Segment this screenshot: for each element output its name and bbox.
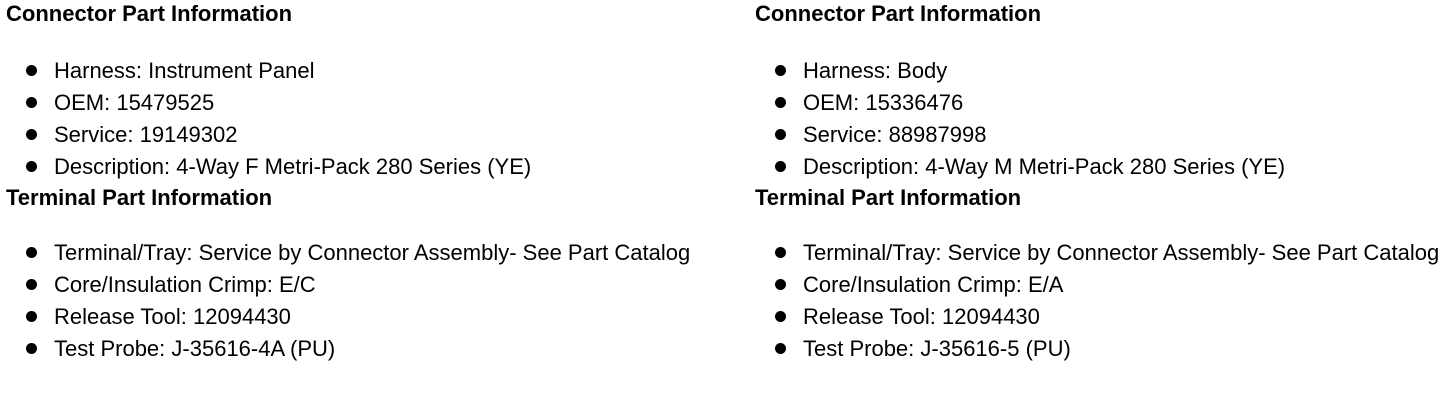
list-item-release-tool: Release Tool: 12094430: [755, 302, 1455, 331]
bullet-icon: [775, 279, 786, 290]
terminal-part-heading: Terminal Part Information: [755, 185, 1022, 210]
list-item-harness: Harness: Body: [755, 56, 1455, 85]
terminal-part-list: Terminal/Tray: Service by Connector Asse…: [6, 238, 706, 363]
connector-part-heading: Connector Part Information: [6, 1, 293, 26]
list-item-service: Service: 19149302: [6, 120, 706, 149]
list-item-test-probe: Test Probe: J-35616-5 (PU): [755, 334, 1455, 363]
connector-part-heading: Connector Part Information: [755, 1, 1042, 26]
list-item-test-probe: Test Probe: J-35616-4A (PU): [6, 334, 706, 363]
list-item-crimp: Core/Insulation Crimp: E/A: [755, 270, 1455, 299]
list-item-release-tool: Release Tool: 12094430: [6, 302, 706, 331]
bullet-icon: [26, 311, 37, 322]
bullet-icon: [775, 311, 786, 322]
bullet-icon: [775, 343, 786, 354]
terminal-part-list: Terminal/Tray: Service by Connector Asse…: [755, 238, 1455, 363]
bullet-icon: [775, 161, 786, 172]
list-item-oem: OEM: 15479525: [6, 88, 706, 117]
bullet-icon: [26, 343, 37, 354]
bullet-icon: [26, 97, 37, 108]
bullet-icon: [775, 129, 786, 140]
bullet-icon: [775, 65, 786, 76]
list-item-terminal-tray: Terminal/Tray: Service by Connector Asse…: [755, 238, 1455, 267]
list-item-harness: Harness: Instrument Panel: [6, 56, 706, 85]
connector-part-list: Harness: Body OEM: 15336476 Service: 889…: [755, 56, 1455, 181]
list-item-terminal-tray: Terminal/Tray: Service by Connector Asse…: [6, 238, 706, 267]
terminal-part-heading: Terminal Part Information: [6, 185, 273, 210]
connector-part-list: Harness: Instrument Panel OEM: 15479525 …: [6, 56, 706, 181]
list-item-crimp: Core/Insulation Crimp: E/C: [6, 270, 706, 299]
list-item-oem: OEM: 15336476: [755, 88, 1455, 117]
right-connector-column: Connector Part Information Harness: Body…: [755, 0, 1455, 366]
bullet-icon: [775, 97, 786, 108]
left-connector-column: Connector Part Information Harness: Inst…: [6, 0, 706, 366]
list-item-service: Service: 88987998: [755, 120, 1455, 149]
bullet-icon: [26, 161, 37, 172]
bullet-icon: [26, 279, 37, 290]
bullet-icon: [26, 247, 37, 258]
list-item-description: Description: 4-Way M Metri-Pack 280 Seri…: [755, 152, 1455, 181]
bullet-icon: [26, 129, 37, 140]
bullet-icon: [26, 65, 37, 76]
list-item-description: Description: 4-Way F Metri-Pack 280 Seri…: [6, 152, 706, 181]
bullet-icon: [775, 247, 786, 258]
